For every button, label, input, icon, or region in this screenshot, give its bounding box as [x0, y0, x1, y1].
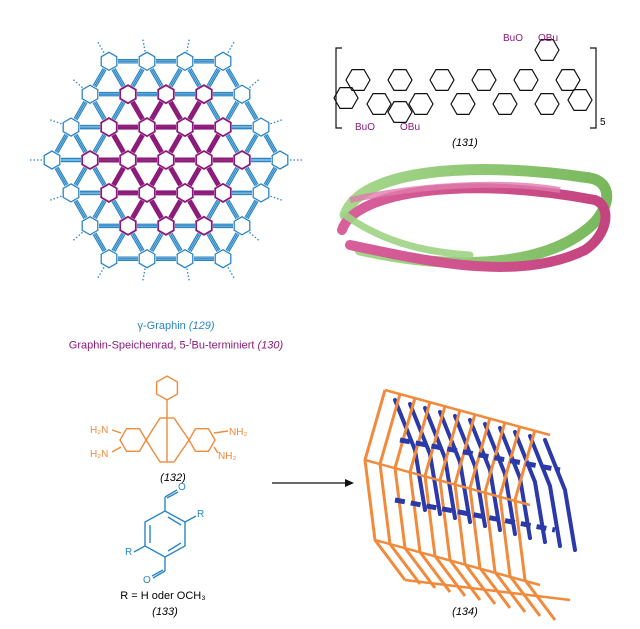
- wheel-suffix: Bu-terminiert: [191, 339, 255, 352]
- cage-number: (134): [452, 606, 478, 618]
- aldehyde-o-top: O: [178, 482, 186, 493]
- cage-linker: [543, 438, 577, 552]
- cage-frame-strut: [363, 389, 407, 581]
- aldehyde-o-bottom: O: [143, 575, 151, 586]
- nh2-lower-right: NH₂: [218, 451, 237, 462]
- cage-frame-strut: [513, 429, 557, 621]
- wheel-number: (130): [257, 339, 284, 352]
- polymer-subscript: 5: [600, 117, 606, 128]
- cage-frame-strut: [378, 393, 422, 585]
- graphyne-caption: γ-Graphin (129): [96, 320, 256, 332]
- sub-bottom-right: OBu: [400, 122, 421, 133]
- cage-linker: [528, 434, 562, 548]
- graphyne-number: (129): [188, 320, 215, 332]
- gamma-graphyne-lattice: [30, 39, 302, 281]
- nh2-upper-right: NH₂: [229, 427, 248, 438]
- triptycene-number: (132): [160, 472, 186, 484]
- r-top: R: [197, 509, 205, 520]
- belt-pink: [337, 183, 611, 272]
- nh2-lower-left: H₂N: [90, 449, 109, 460]
- wheel-caption: Graphin-Speichenrad, 5-tBu-terminiert (1…: [46, 337, 306, 352]
- graphyne-name: γ-Graphin: [137, 320, 186, 332]
- r-definition: R = H oder OCH₃: [120, 590, 206, 602]
- cage-frame-strut: [498, 425, 542, 617]
- polymer-number: (131): [452, 137, 478, 149]
- cage-frame-strut: [453, 413, 497, 605]
- right-bracket: [590, 47, 597, 129]
- sub-bottom-left: BuO: [355, 122, 376, 133]
- cage-linker: [513, 430, 547, 544]
- wheel-sup: t: [189, 337, 192, 346]
- cage-frame-strut: [423, 405, 467, 597]
- cage-frame-strut: [408, 401, 452, 593]
- sub-top-right: OBu: [538, 33, 559, 44]
- wheel-text: Graphin-Speichenrad, 5-: [68, 339, 190, 352]
- dialdehyde-number: (133): [152, 606, 178, 618]
- cage-frame-strut: [438, 409, 482, 601]
- nh2-upper-left: H₂N: [90, 425, 109, 436]
- cage-linker-row: [394, 437, 561, 533]
- left-bracket: [335, 47, 342, 129]
- cage-frame-strut: [393, 397, 437, 589]
- cage-frame-rail: [364, 388, 571, 602]
- r-bottom: R: [125, 547, 133, 558]
- sub-top-left: BuO: [503, 33, 524, 44]
- graphyne-spoked-wheel: [81, 84, 251, 236]
